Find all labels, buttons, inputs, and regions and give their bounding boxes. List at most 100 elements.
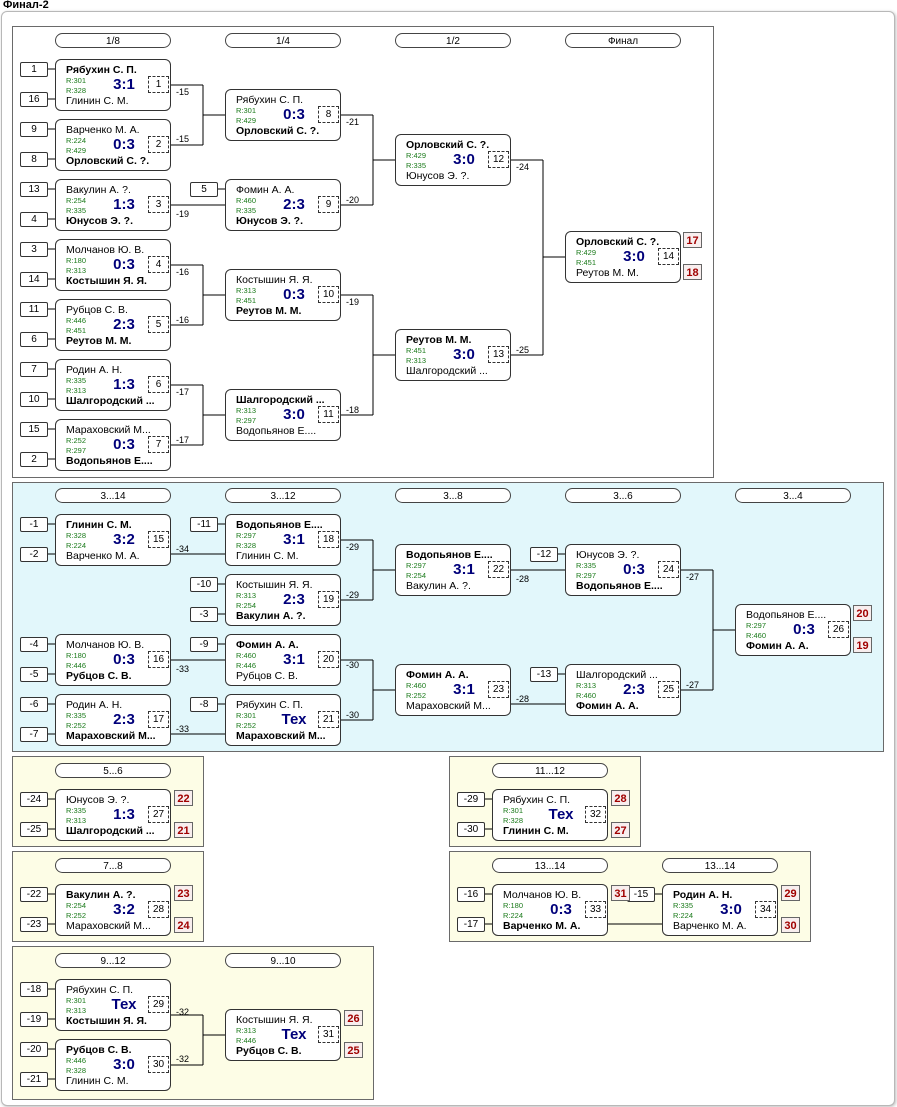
loser-goes-to: -18	[346, 405, 360, 415]
round-header[interactable]: 3...14	[55, 488, 171, 503]
loser-goes-to: -33	[176, 724, 190, 734]
round-header[interactable]: 3...4	[735, 488, 851, 503]
player-top: Костышин Я. Я.	[236, 579, 313, 591]
rating-top: R:335	[66, 806, 87, 815]
rating-bottom: R:451	[576, 258, 597, 267]
player-bottom: Варченко М. А.	[66, 550, 140, 562]
match-number: 12	[488, 151, 509, 168]
match-number: 26	[828, 621, 849, 638]
round-header[interactable]: 7...8	[55, 858, 171, 873]
match-number: 16	[148, 651, 169, 668]
loser-goes-to: -19	[346, 297, 360, 307]
loser-goes-to: -17	[176, 387, 190, 397]
round-header[interactable]: 9...12	[55, 953, 171, 968]
round-header[interactable]: 1/2	[395, 33, 511, 48]
player-bottom: Юнусов Э. ?.	[66, 215, 134, 227]
match-number: 9	[318, 196, 339, 213]
round-header[interactable]: 5...6	[55, 763, 171, 778]
player-bottom: Варченко М. А.	[673, 920, 747, 932]
round-header[interactable]: 1/8	[55, 33, 171, 48]
round-header[interactable]: 11...12	[492, 763, 608, 778]
player-top: Рябухин С. П.	[66, 64, 137, 76]
rating-bottom: R:328	[66, 1066, 87, 1075]
seed-box: -19	[20, 1012, 48, 1027]
round-header[interactable]: Финал	[565, 33, 681, 48]
seed-box: -7	[20, 727, 48, 742]
match-score: 0:3	[623, 561, 645, 578]
seed-box: -25	[20, 822, 48, 837]
rating-top: R:252	[66, 436, 87, 445]
player-bottom: Реутов М. М.	[66, 335, 132, 347]
round-header[interactable]: 13...14	[492, 858, 608, 873]
seed-box: -9	[190, 637, 218, 652]
match-score: 3:0	[453, 346, 475, 363]
match-score: 0:3	[283, 286, 305, 303]
round-header[interactable]: 3...6	[565, 488, 681, 503]
match-score: 3:1	[453, 561, 475, 578]
loser-goes-to: -15	[176, 134, 190, 144]
player-bottom: Мараховский М...	[66, 730, 156, 742]
player-bottom: Рубцов С. В.	[236, 670, 298, 682]
match-number: 11	[318, 406, 339, 423]
seed-box: 10	[20, 392, 48, 407]
rating-bottom: R:254	[236, 601, 257, 610]
round-header[interactable]: 3...8	[395, 488, 511, 503]
loser-goes-to: -33	[176, 664, 190, 674]
match-number: 5	[148, 316, 169, 333]
seed-box: -5	[20, 667, 48, 682]
player-bottom: Варченко М. А.	[503, 920, 581, 932]
seed-box: -12	[530, 547, 558, 562]
match-number: 31	[318, 1026, 339, 1043]
round-header[interactable]: 3...12	[225, 488, 341, 503]
loser-goes-to: -29	[346, 542, 360, 552]
round-header[interactable]: 13...14	[662, 858, 778, 873]
player-top: Юнусов Э. ?.	[66, 794, 130, 806]
seed-box: 1	[20, 62, 48, 77]
round-header[interactable]: 9...10	[225, 953, 341, 968]
match-number: 1	[148, 76, 169, 93]
match-number: 28	[148, 901, 169, 918]
seed-box: 14	[20, 272, 48, 287]
seed-box: -10	[190, 577, 218, 592]
match-score: 0:3	[793, 621, 815, 638]
rating-top: R:297	[746, 621, 767, 630]
rating-top: R:446	[66, 316, 87, 325]
round-header[interactable]: 1/4	[225, 33, 341, 48]
seed-box: -24	[20, 792, 48, 807]
match-number: 25	[658, 681, 679, 698]
